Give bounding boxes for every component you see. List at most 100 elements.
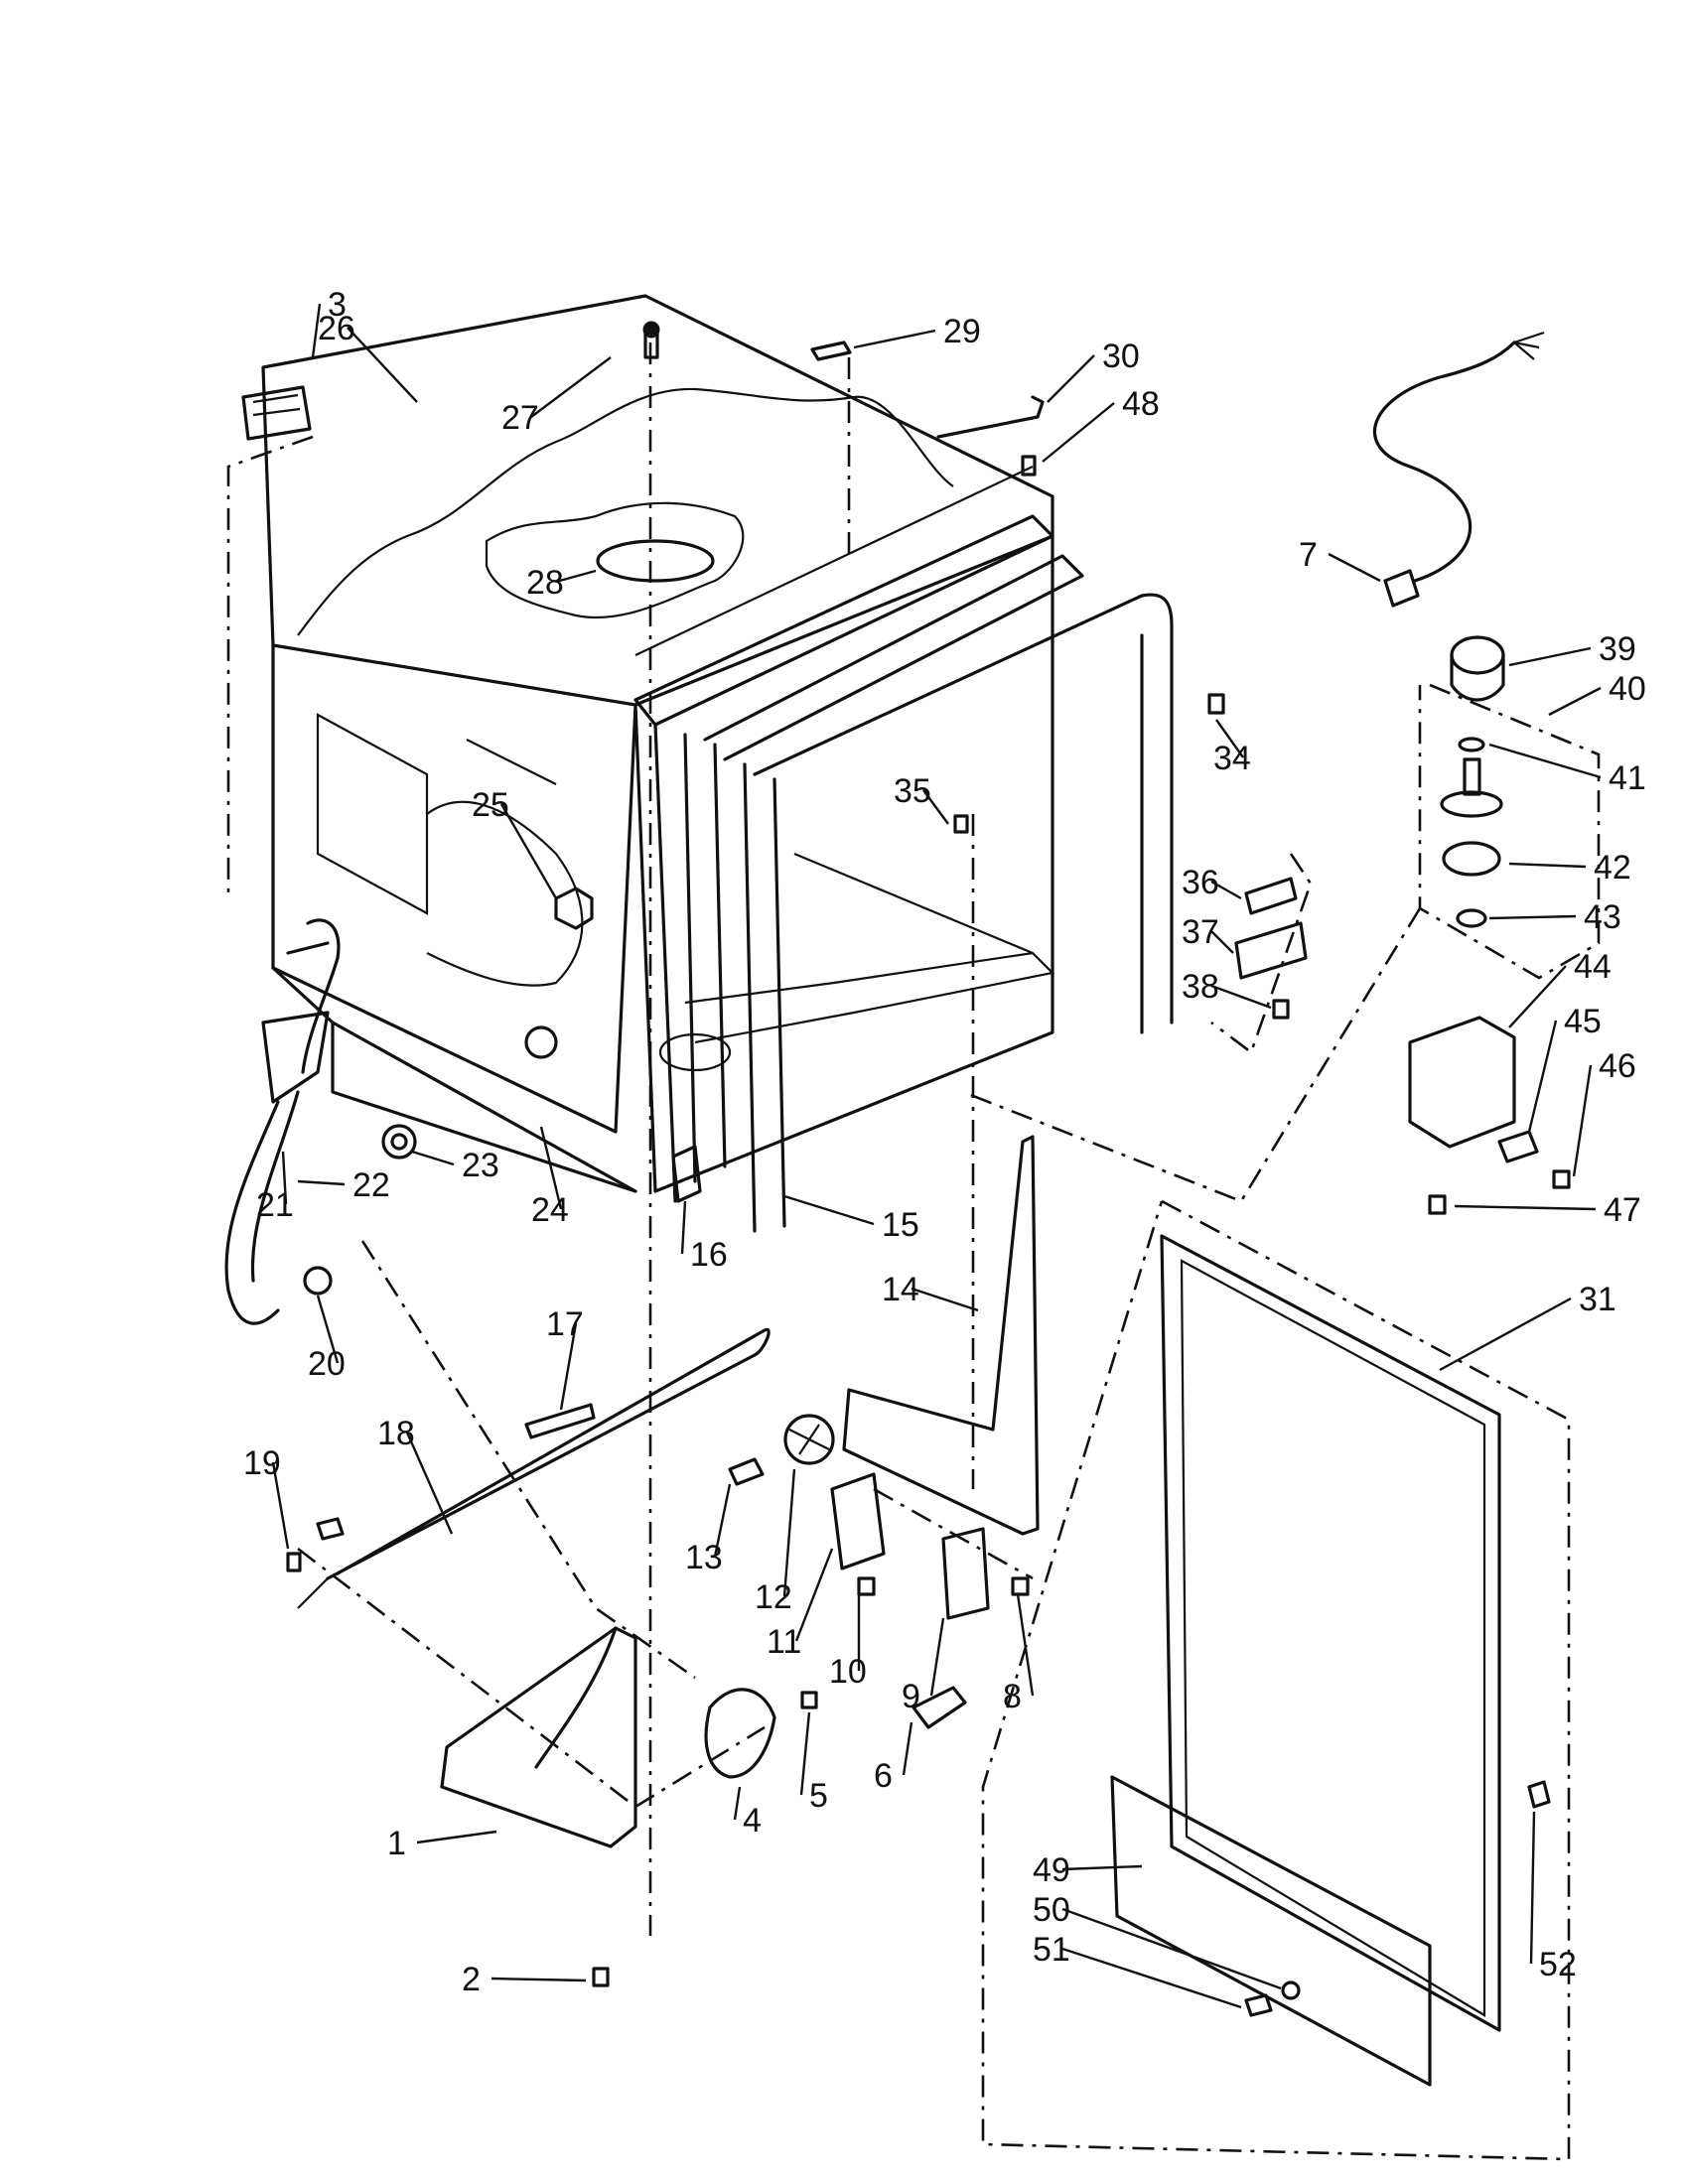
- leader-line-22: [297, 1179, 346, 1186]
- leader-line-25: [499, 803, 558, 899]
- leader-line-16: [680, 1200, 687, 1255]
- leader-line-8: [1016, 1593, 1035, 1697]
- callout-14: 14: [882, 1271, 919, 1308]
- leader-line-49: [1061, 1864, 1143, 1871]
- toe-panel-part: [1110, 1775, 1432, 2087]
- callout-19: 19: [243, 1444, 281, 1482]
- callout-52: 52: [1539, 1946, 1577, 1983]
- leader-line-30: [1047, 354, 1095, 403]
- leader-line-2: [491, 1977, 587, 1982]
- callout-25: 25: [472, 786, 509, 824]
- callout-50: 50: [1033, 1891, 1070, 1929]
- leader-line-3: [311, 303, 322, 358]
- callout-36: 36: [1182, 864, 1219, 901]
- nut-part-25: [554, 887, 594, 930]
- callout-2: 2: [462, 1961, 481, 1998]
- leader-line-42: [1508, 862, 1587, 869]
- leader-line-12: [782, 1468, 796, 1597]
- callout-labels: 1234567891011121314151617181920212223242…: [243, 286, 1646, 2009]
- small-parts: [224, 321, 1571, 2087]
- leader-line-40: [1548, 686, 1602, 717]
- leader-line-26: [347, 327, 418, 403]
- wheel-part-12: [783, 1414, 835, 1465]
- leader-line-35: [922, 789, 949, 825]
- leader-line-48: [1042, 402, 1115, 463]
- leader-line-39: [1508, 646, 1592, 667]
- leader-line-44: [1508, 965, 1567, 1028]
- callout-16: 16: [690, 1236, 728, 1274]
- leader-line-11: [794, 1548, 834, 1642]
- callout-22: 22: [352, 1166, 390, 1204]
- callout-34: 34: [1213, 740, 1251, 777]
- leader-line-18: [405, 1432, 454, 1535]
- valve-part-4: [704, 1688, 776, 1779]
- leader-line-47: [1454, 1204, 1597, 1211]
- leader-line-46: [1572, 1064, 1593, 1177]
- callout-45: 45: [1564, 1003, 1602, 1040]
- tub-center-fitting: [596, 539, 715, 583]
- leader-line-37: [1210, 930, 1234, 954]
- leader-line-15: [783, 1194, 875, 1226]
- bracket-part-44: [1408, 1016, 1516, 1149]
- callout-42: 42: [1594, 849, 1631, 887]
- callout-12: 12: [755, 1578, 792, 1616]
- callout-31: 31: [1579, 1281, 1616, 1318]
- leader-line-51: [1061, 1947, 1242, 2009]
- callout-40: 40: [1609, 670, 1646, 708]
- knob-part-39: [1450, 635, 1505, 675]
- callout-17: 17: [546, 1305, 584, 1343]
- callout-21: 21: [256, 1186, 294, 1224]
- leader-line-43: [1488, 914, 1577, 920]
- callout-26: 26: [318, 310, 355, 347]
- left-bracket-part: [440, 1626, 637, 1848]
- leader-line-50: [1061, 1907, 1282, 1990]
- callout-3: 3: [328, 286, 347, 324]
- callout-9: 9: [902, 1678, 920, 1715]
- tub-assembly: [261, 294, 1174, 1233]
- leader-line-5: [799, 1711, 811, 1796]
- callout-38: 38: [1182, 968, 1219, 1006]
- leader-line-41: [1488, 743, 1602, 779]
- callout-7: 7: [1299, 536, 1318, 574]
- callout-35: 35: [894, 772, 931, 810]
- leader-line-27: [530, 356, 612, 418]
- leader-line-28: [555, 569, 597, 584]
- callout-49: 49: [1033, 1851, 1070, 1889]
- leader-line-1: [416, 1830, 497, 1844]
- leader-line-36: [1210, 880, 1242, 900]
- right-bracket-part: [842, 1135, 1040, 1536]
- callout-44: 44: [1574, 948, 1612, 986]
- callout-24: 24: [531, 1191, 569, 1229]
- leader-line-17: [559, 1322, 578, 1411]
- leader-line-6: [902, 1721, 913, 1776]
- leader-line-45: [1527, 1020, 1558, 1133]
- callout-37: 37: [1182, 913, 1219, 951]
- callout-30: 30: [1102, 338, 1140, 375]
- callout-18: 18: [377, 1415, 415, 1452]
- callout-13: 13: [685, 1539, 723, 1576]
- callout-43: 43: [1584, 898, 1621, 936]
- callout-41: 41: [1609, 759, 1646, 797]
- callout-8: 8: [1003, 1678, 1022, 1715]
- leader-line-19: [271, 1461, 290, 1550]
- leader-line-21: [281, 1151, 288, 1205]
- leader-line-4: [733, 1786, 742, 1821]
- access-panel-part: [241, 385, 312, 441]
- callout-39: 39: [1599, 630, 1636, 668]
- callout-47: 47: [1604, 1191, 1641, 1229]
- leader-line-31: [1439, 1297, 1572, 1372]
- callout-28: 28: [526, 564, 564, 602]
- leader-line-24: [539, 1126, 563, 1210]
- leader-line-38: [1210, 984, 1272, 1010]
- leader-line-7: [1328, 552, 1381, 583]
- leader-line-29: [853, 329, 936, 349]
- callout-4: 4: [743, 1802, 762, 1840]
- callout-23: 23: [462, 1147, 499, 1184]
- construction-lines: [226, 342, 1601, 2161]
- leader-line-20: [316, 1295, 340, 1364]
- callout-6: 6: [874, 1757, 893, 1795]
- grommet-part-23: [381, 1124, 417, 1160]
- callout-51: 51: [1033, 1931, 1070, 1969]
- leader-line-52: [1529, 1811, 1536, 1965]
- callout-29: 29: [943, 313, 981, 350]
